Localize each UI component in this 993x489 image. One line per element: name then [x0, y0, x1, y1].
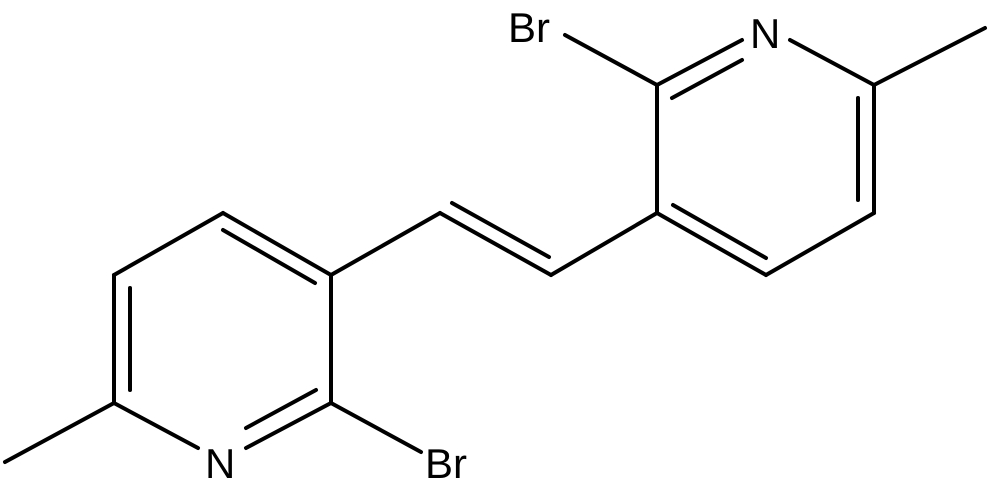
atom-label-br-top: Br [508, 4, 550, 51]
atom-label-br-bottom: Br [425, 440, 467, 487]
right-pyridine-ring [563, 26, 987, 277]
bond-c4-c3-right [655, 211, 768, 277]
bond-c5-c4-right [764, 211, 876, 277]
ethenylene-bridge [329, 201, 659, 277]
bond-c3right-vinyl [549, 211, 659, 277]
bond-n-c6-right [788, 38, 876, 87]
bond-n-c2-left [244, 401, 333, 450]
bond-vinyl-double-inner [450, 201, 551, 259]
bond-c2-n-right-inner [670, 58, 744, 100]
bond-c6-methyl-left [3, 401, 116, 464]
bond-c6-methyl-right [872, 26, 987, 87]
bond-c4-c3-right-inner [671, 203, 768, 260]
atom-label-n-top: N [750, 10, 780, 57]
bond-c3-c4-left-inner [221, 228, 317, 285]
bond-vinyl-c3left [329, 211, 442, 277]
bond-c2-br-right [563, 33, 659, 87]
bond-c2-br-left [329, 401, 423, 454]
bond-n-c2-left-inner [244, 388, 318, 430]
bond-c2-n-right [655, 38, 744, 87]
bond-c4-c5-left [112, 211, 225, 277]
bond-c3-c4-left [221, 211, 333, 277]
atom-label-n-bottom: N [205, 440, 235, 487]
bond-vinyl-double [438, 211, 553, 277]
bond-c6-n-left [112, 401, 200, 450]
left-pyridine-ring [3, 211, 423, 464]
